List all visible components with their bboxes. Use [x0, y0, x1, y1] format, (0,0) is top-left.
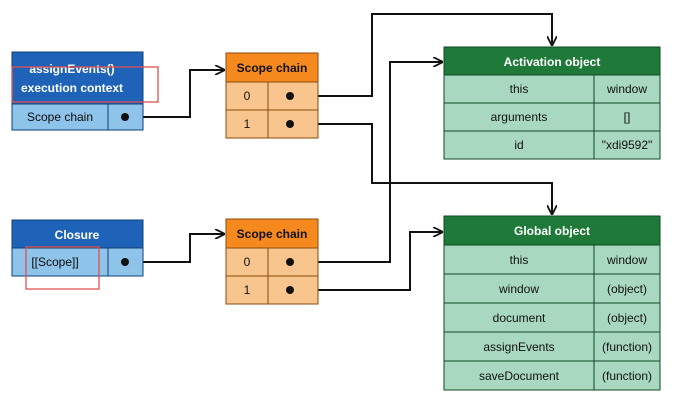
- global-row-4-name: saveDocument: [479, 369, 560, 383]
- closure-box: Closure [[Scope]]: [11, 219, 144, 290]
- scope-chain-top-row-0-dot: [286, 92, 294, 100]
- closure-field-label: [[Scope]]: [31, 255, 78, 269]
- scope-chain-top-box: Scope chain 0 1: [225, 52, 319, 139]
- activation-row-1-value: []: [624, 110, 631, 124]
- arrow-closure-to-scopechain-bottom: [125, 234, 224, 263]
- scope-chain-top-title: Scope chain: [237, 61, 308, 75]
- execution-context-field-label: Scope chain: [27, 110, 93, 124]
- arrow-context-to-scopechain-top: [125, 70, 224, 118]
- scope-chain-bottom-row-0-index: 0: [244, 255, 251, 269]
- activation-row-2-name: id: [514, 138, 523, 152]
- closure-title: Closure: [55, 228, 100, 242]
- scope-chain-bottom-title: Scope chain: [237, 227, 308, 241]
- global-row-3-value: (function): [602, 340, 652, 354]
- execution-context-box: assignEvents() execution context Scope c…: [11, 51, 159, 131]
- scope-chain-bottom-row-0-dot: [286, 258, 294, 266]
- arrow-top-1-to-global: [290, 123, 552, 214]
- scope-chain-top-row-0-index: 0: [244, 89, 251, 103]
- global-row-1-value: (object): [607, 282, 647, 296]
- activation-row-2-value: "xdi9592": [602, 138, 653, 152]
- global-row-0-value: window: [606, 253, 647, 267]
- arrow-bottom-1-to-global: [290, 232, 442, 291]
- global-row-4-value: (function): [602, 369, 652, 383]
- connectors: [125, 13, 552, 291]
- arrow-bottom-0-to-activation: [290, 62, 442, 263]
- scope-chain-top-row-1-dot: [286, 120, 294, 128]
- activation-object-box: Activation object this window arguments …: [443, 46, 661, 160]
- global-row-3-name: assignEvents: [483, 340, 554, 354]
- activation-row-0-value: window: [606, 82, 647, 96]
- scope-chain-top-row-1-index: 1: [244, 117, 251, 131]
- execution-context-title-line1: assignEvents(): [29, 62, 114, 76]
- global-row-0-name: this: [510, 253, 529, 267]
- execution-context-title-line2: execution context: [21, 81, 123, 95]
- scope-chain-bottom-row-1-dot: [286, 286, 294, 294]
- activation-object-title: Activation object: [504, 55, 601, 69]
- global-object-title: Global object: [514, 224, 590, 238]
- activation-row-1-name: arguments: [491, 110, 548, 124]
- global-row-1-name: window: [498, 282, 539, 296]
- highlight-box-execution-context: [11, 66, 159, 103]
- arrow-top-0-to-activation: [290, 13, 552, 97]
- execution-context-pointer-dot: [121, 113, 129, 121]
- activation-row-0-name: this: [510, 82, 529, 96]
- global-row-2-name: document: [493, 311, 546, 325]
- global-row-2-value: (object): [607, 311, 647, 325]
- closure-pointer-dot: [121, 258, 129, 266]
- global-object-box: Global object this window window (object…: [443, 215, 661, 391]
- scope-chain-bottom-box: Scope chain 0 1: [225, 218, 319, 305]
- highlight-box-closure-scope: [25, 246, 100, 290]
- scope-chain-bottom-row-1-index: 1: [244, 283, 251, 297]
